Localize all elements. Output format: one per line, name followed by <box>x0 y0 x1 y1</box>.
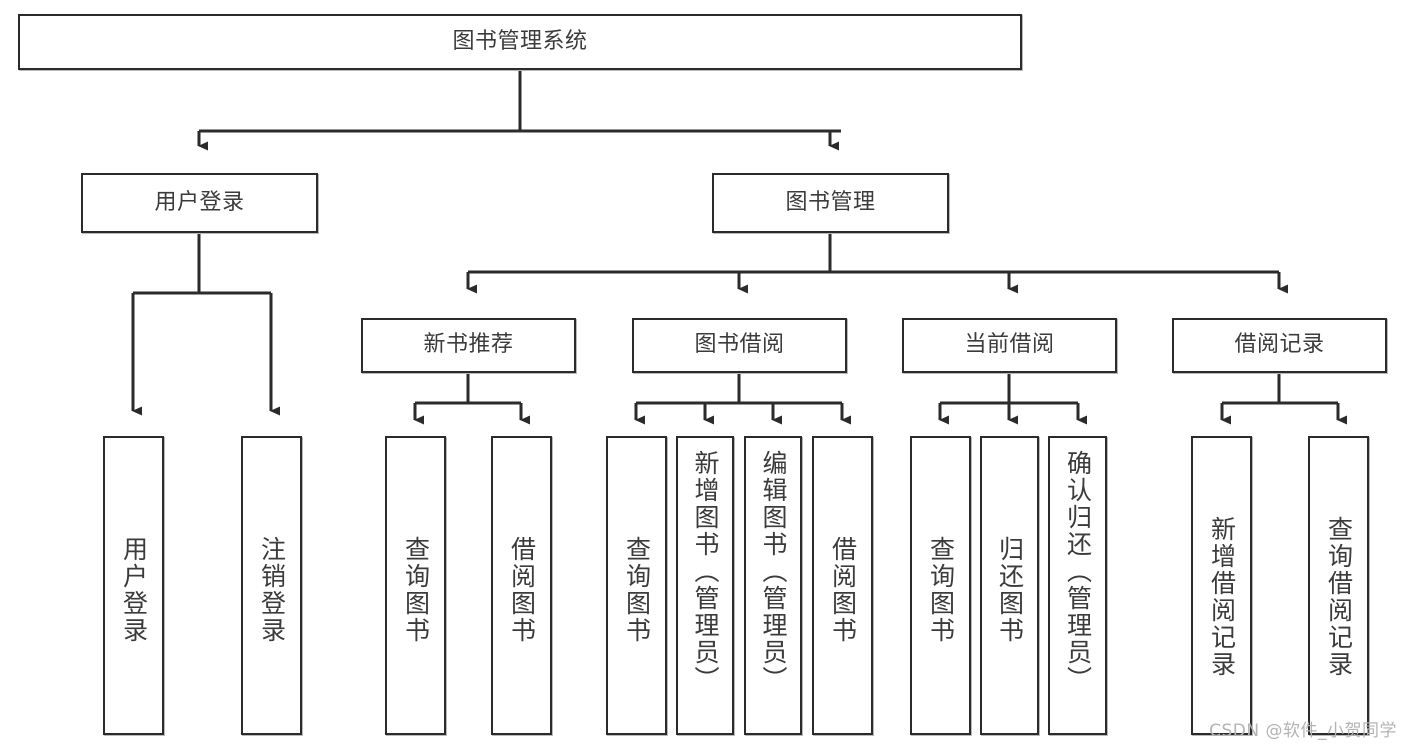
node-book-borrow[interactable]: 图书借阅 <box>632 318 847 373</box>
node-borrow-record[interactable]: 借阅记录 <box>1172 318 1387 373</box>
node-new-book-recommend[interactable]: 新书推荐 <box>361 318 576 373</box>
node-current-borrow[interactable]: 当前借阅 <box>902 318 1117 373</box>
node-label: 用户登录 <box>119 536 149 644</box>
node-label: 图书借阅 <box>694 332 785 358</box>
leaf-current-borrow-confirm-return-admin[interactable]: 确认归还（管理员） <box>1048 436 1107 735</box>
leaf-user-login-logout[interactable]: 注销登录 <box>241 436 302 735</box>
node-label: 新增图书（管理员） <box>691 450 720 693</box>
node-label: 归还图书 <box>995 536 1025 644</box>
leaf-book-borrow-borrow-book[interactable]: 借阅图书 <box>812 436 873 735</box>
node-label: 查询图书 <box>926 536 956 644</box>
node-root-book-management-system[interactable]: 图书管理系统 <box>18 14 1022 70</box>
node-label: 编辑图书（管理员） <box>759 450 788 693</box>
node-label: 当前借阅 <box>964 332 1055 358</box>
node-label: 确认归还（管理员） <box>1063 450 1093 693</box>
leaf-new-book-borrow-book[interactable]: 借阅图书 <box>491 436 552 735</box>
node-label: 新书推荐 <box>423 332 514 358</box>
node-label: 新增借阅记录 <box>1207 516 1237 678</box>
node-label: 注销登录 <box>257 536 287 644</box>
leaf-user-login-login[interactable]: 用户登录 <box>103 436 164 735</box>
node-label: 图书管理 <box>785 189 876 215</box>
node-label: 查询图书 <box>622 536 652 644</box>
leaf-borrow-record-query-record[interactable]: 查询借阅记录 <box>1308 436 1369 735</box>
node-label: 借阅图书 <box>507 536 537 644</box>
csdn-watermark: CSDN @软件_小贺同学 <box>1209 721 1397 741</box>
leaf-current-borrow-query-book[interactable]: 查询图书 <box>910 436 971 735</box>
leaf-book-borrow-edit-book-admin[interactable]: 编辑图书（管理员） <box>744 436 802 735</box>
leaf-new-book-query-book[interactable]: 查询图书 <box>385 436 446 735</box>
leaf-borrow-record-add-record[interactable]: 新增借阅记录 <box>1191 436 1252 735</box>
node-label: 查询图书 <box>401 536 431 644</box>
node-label: 用户登录 <box>154 189 245 215</box>
node-user-login[interactable]: 用户登录 <box>81 173 318 233</box>
leaf-book-borrow-query-book[interactable]: 查询图书 <box>606 436 667 735</box>
node-label: 借阅图书 <box>828 536 858 644</box>
node-label: 借阅记录 <box>1234 332 1325 358</box>
node-book-management[interactable]: 图书管理 <box>712 173 949 233</box>
leaf-book-borrow-add-book-admin[interactable]: 新增图书（管理员） <box>676 436 734 735</box>
leaf-current-borrow-return-book[interactable]: 归还图书 <box>980 436 1039 735</box>
node-label: 查询借阅记录 <box>1324 516 1354 678</box>
node-label: 图书管理系统 <box>452 28 588 54</box>
